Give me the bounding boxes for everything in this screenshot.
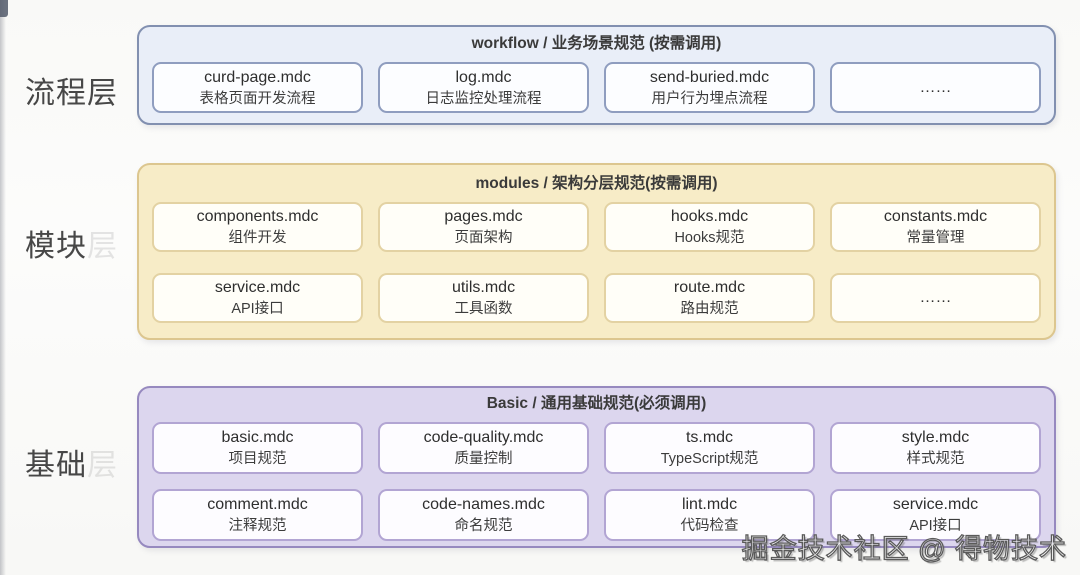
spec-card-desc: 路由规范 [680, 301, 739, 317]
spec-card-desc: 项目规范 [228, 451, 287, 467]
layer-workflow-cards: curd-page.mdc 表格页面开发流程 log.mdc 日志监控处理流程 … [152, 62, 1041, 113]
layer-label-workflow: 流程层 [25, 68, 118, 112]
spec-card-desc: 命名规范 [454, 518, 513, 534]
spec-card: style.mdc 样式规范 [830, 422, 1041, 474]
spec-card-name: …… [919, 78, 952, 96]
spec-card: comment.mdc 注释规范 [152, 489, 363, 541]
layer-modules-cards-row-2: service.mdc API接口 utils.mdc 工具函数 route.m… [152, 273, 1041, 323]
spec-card-desc: 样式规范 [906, 451, 965, 467]
spec-card: basic.mdc 项目规范 [152, 422, 363, 474]
spec-card: utils.mdc 工具函数 [378, 273, 589, 323]
layer-workflow: workflow / 业务场景规范 (按需调用) curd-page.mdc 表… [137, 25, 1056, 125]
spec-card-name: components.mdc [196, 208, 319, 225]
layer-basic-cards-row-1: basic.mdc 项目规范 code-quality.mdc 质量控制 ts.… [152, 422, 1041, 474]
layer-modules-title: modules / 架构分层规范(按需调用) [475, 175, 718, 192]
spec-card-name: send-buried.mdc [649, 68, 770, 86]
left-edge-shadow [0, 0, 6, 575]
spec-card-desc: 页面架构 [454, 230, 513, 246]
spec-card-desc: API接口 [231, 301, 284, 317]
layer-basic-title: Basic / 通用基础规范(必须调用) [486, 395, 707, 412]
spec-card-name: …… [919, 289, 952, 306]
spec-card-name: pages.mdc [444, 208, 523, 225]
layer-workflow-title: workflow / 业务场景规范 (按需调用) [471, 35, 722, 52]
spec-card: curd-page.mdc 表格页面开发流程 [152, 62, 363, 113]
spec-card-name: code-names.mdc [422, 496, 545, 513]
spec-card: lint.mdc 代码检查 [604, 489, 815, 541]
layer-label-faded-text: 层 [87, 230, 118, 263]
spec-card-desc: 表格页面开发流程 [199, 90, 316, 107]
spec-card: service.mdc API接口 [152, 273, 363, 323]
layer-basic-cards-row-2: comment.mdc 注释规范 code-names.mdc 命名规范 lin… [152, 489, 1041, 541]
spec-card-name: route.mdc [673, 279, 746, 296]
spec-card-name: ts.mdc [685, 429, 734, 446]
layer-label-modules: 模块层 [25, 221, 118, 265]
layer-modules-cards-row-1: components.mdc 组件开发 pages.mdc 页面架构 hooks… [152, 202, 1041, 252]
spec-card-desc: 注释规范 [228, 518, 287, 534]
spec-card-name: code-quality.mdc [423, 429, 544, 446]
layer-label-text: 模块 [25, 230, 87, 263]
corner-artifact [0, 0, 8, 17]
spec-card: code-quality.mdc 质量控制 [378, 422, 589, 474]
spec-card-name: style.mdc [901, 429, 970, 446]
spec-card-name: log.mdc [455, 68, 512, 86]
spec-card-ellipsis: …… [830, 62, 1041, 113]
layer-label-faded-text: 层 [87, 449, 118, 482]
spec-card-desc: API接口 [909, 518, 962, 534]
spec-card-desc: 日志监控处理流程 [425, 90, 542, 107]
spec-card-name: curd-page.mdc [204, 68, 311, 86]
spec-card-desc: 工具函数 [454, 301, 513, 317]
spec-card-desc: 质量控制 [454, 451, 513, 467]
spec-card-desc: TypeScript规范 [660, 451, 759, 467]
spec-card-name: service.mdc [892, 496, 979, 513]
spec-card-desc: 用户行为埋点流程 [651, 90, 768, 107]
watermark-text: 掘金技术社区 @ 得物技术 [741, 533, 1067, 564]
spec-card: route.mdc 路由规范 [604, 273, 815, 323]
layer-label-basic: 基础层 [25, 440, 118, 484]
spec-card-name: basic.mdc [221, 429, 294, 446]
spec-card: components.mdc 组件开发 [152, 202, 363, 252]
spec-card-desc: Hooks规范 [674, 230, 745, 246]
spec-card: service.mdc API接口 [830, 489, 1041, 541]
spec-card-ellipsis: …… [830, 273, 1041, 323]
spec-card-desc: 代码检查 [680, 518, 739, 534]
spec-card-name: lint.mdc [681, 496, 738, 513]
layer-label-text: 流程层 [25, 77, 118, 110]
spec-card-name: hooks.mdc [670, 208, 749, 225]
spec-card: code-names.mdc 命名规范 [378, 489, 589, 541]
spec-card-name: service.mdc [214, 279, 301, 296]
spec-card: pages.mdc 页面架构 [378, 202, 589, 252]
spec-card: hooks.mdc Hooks规范 [604, 202, 815, 252]
spec-card-name: constants.mdc [883, 208, 988, 225]
spec-card: constants.mdc 常量管理 [830, 202, 1041, 252]
layer-basic: Basic / 通用基础规范(必须调用) basic.mdc 项目规范 code… [137, 386, 1056, 548]
spec-card-desc: 组件开发 [228, 230, 287, 246]
layer-label-text: 基础 [25, 449, 87, 482]
layer-modules: modules / 架构分层规范(按需调用) components.mdc 组件… [137, 163, 1056, 340]
spec-card: send-buried.mdc 用户行为埋点流程 [604, 62, 815, 113]
spec-card-name: utils.mdc [451, 279, 516, 296]
spec-card: ts.mdc TypeScript规范 [604, 422, 815, 474]
spec-card-desc: 常量管理 [906, 230, 965, 246]
spec-card: log.mdc 日志监控处理流程 [378, 62, 589, 113]
spec-card-name: comment.mdc [207, 496, 308, 513]
